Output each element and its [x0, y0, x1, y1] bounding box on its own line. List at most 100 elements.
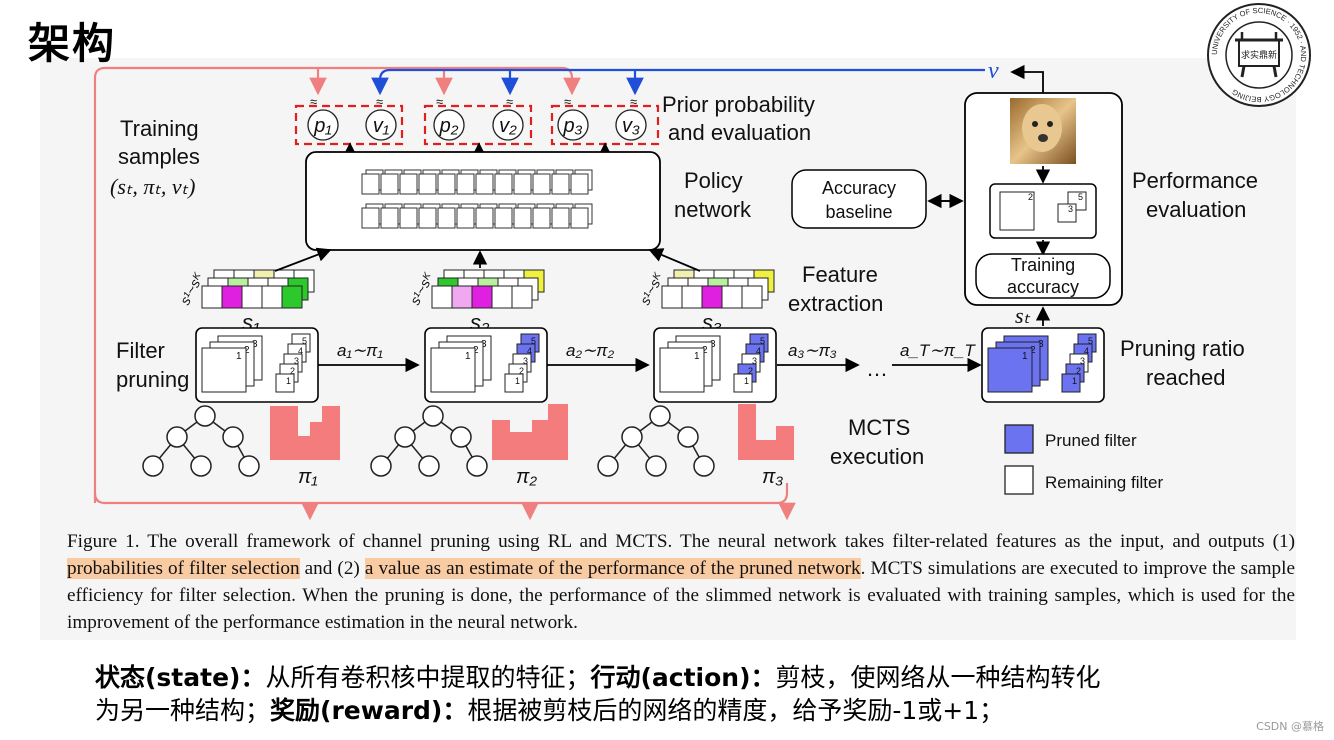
- caption-highlight-2: a value as an estimate of the performanc…: [364, 558, 861, 579]
- feature-cell: [511, 285, 533, 309]
- filter-number: 1: [515, 376, 520, 386]
- performance-label-2: evaluation: [1146, 197, 1246, 222]
- tree-node: [645, 455, 667, 477]
- neuron-cell: [513, 173, 532, 195]
- output-v3: v₃: [622, 115, 640, 137]
- filter-square: [201, 347, 247, 393]
- feature-cell: [661, 285, 683, 309]
- filter-number: 4: [298, 346, 303, 356]
- filter-number: 1: [286, 376, 291, 386]
- tree-node: [190, 455, 212, 477]
- legend-pruned-label: Pruned filter: [1045, 431, 1137, 450]
- feature-cell: [681, 285, 703, 309]
- feature-cell: [471, 285, 493, 309]
- tree-node: [649, 405, 671, 427]
- feature-label-1: Feature: [802, 262, 878, 287]
- filter-number: 3: [252, 339, 258, 350]
- accuracy-baseline-label-2: baseline: [825, 202, 892, 222]
- caption-highlight-1: probabilities of filter selection: [67, 558, 300, 579]
- tree-node: [693, 455, 715, 477]
- ellipsis: …: [866, 356, 888, 381]
- svg-text:≈: ≈: [436, 94, 443, 109]
- caption-suffix: . MCTS simulations are executed to impro…: [67, 558, 1295, 633]
- university-logo: UNIVERSITY OF SCIENCE · 1952 · AND TECHN…: [1207, 3, 1311, 107]
- svg-text:≈: ≈: [310, 94, 317, 109]
- filter-number: 4: [756, 346, 761, 356]
- tree-node: [597, 455, 619, 477]
- tree-node: [370, 455, 392, 477]
- filter-square-small: [275, 373, 295, 393]
- svg-text:≈: ≈: [630, 94, 637, 109]
- filter-number: 1: [1022, 351, 1028, 362]
- mcts-label-1: MCTS: [848, 415, 910, 440]
- neuron-cell: [418, 173, 437, 195]
- feature-cell: [451, 285, 473, 309]
- training-samples-loop: [93, 66, 796, 521]
- tree-node: [222, 426, 244, 448]
- policy-label-2: network: [674, 197, 752, 222]
- legend-remaining-label: Remaining filter: [1045, 473, 1163, 492]
- tree-node: [166, 426, 188, 448]
- filter-number: 3: [752, 356, 757, 366]
- policy-pi3: π₃: [762, 466, 783, 488]
- training-accuracy-label-1: Training: [1011, 255, 1075, 275]
- tree-node: [466, 455, 488, 477]
- feature-stacks: [201, 269, 775, 309]
- filter-number: 3: [710, 339, 716, 350]
- prior-label-1: Prior probability: [662, 92, 815, 117]
- training-samples-label-1: Training: [120, 116, 199, 141]
- neuron-cell: [513, 207, 532, 229]
- action-a2: a₂∼π₂: [566, 341, 615, 360]
- accuracy-baseline-label-1: Accuracy: [822, 178, 896, 198]
- action-label: 行动(action)：: [590, 663, 776, 692]
- value-label: v: [988, 58, 999, 84]
- slide-title: 架构: [28, 19, 117, 68]
- filter-number: 2: [1076, 366, 1081, 376]
- figure-caption: Figure 1. The overall framework of chann…: [67, 528, 1295, 636]
- svg-text:≈: ≈: [376, 94, 383, 109]
- tree-node: [194, 405, 216, 427]
- filter-label-2: pruning: [116, 367, 189, 392]
- filter-number: 1: [236, 351, 242, 362]
- policy-pi1: π₁: [298, 466, 318, 488]
- feature-cell: [491, 285, 513, 309]
- filter-number: 5: [760, 336, 765, 346]
- policy-layer-2: [361, 203, 593, 229]
- feature-cell: [721, 285, 743, 309]
- output-v2: v₂: [499, 115, 517, 137]
- tree-node: [621, 426, 643, 448]
- neuron-cell: [570, 173, 589, 195]
- neuron-cell: [456, 173, 475, 195]
- neuron-cell: [456, 207, 475, 229]
- feature-cell: [261, 285, 283, 309]
- svg-text:≈: ≈: [564, 94, 571, 109]
- filter-square-small: [733, 373, 753, 393]
- reward-label: 奖励(reward)：: [270, 696, 468, 725]
- neuron-cell: [532, 173, 551, 195]
- accuracy-baseline-box: [791, 169, 927, 229]
- bottom-line-1: 状态(state)：从所有卷积核中提取的特征；行动(action)：剪枝，使网络…: [95, 661, 1101, 694]
- final-state-label: sₜ: [1015, 303, 1031, 328]
- caption-middle: and (2): [299, 558, 365, 579]
- output-p3: p₃: [562, 115, 582, 137]
- watermark: CSDN @慕格: [1256, 720, 1324, 733]
- filter-number: 1: [465, 351, 471, 362]
- neuron-cell: [570, 207, 589, 229]
- filter-number: 2: [473, 345, 479, 356]
- filter-number: 3: [523, 356, 528, 366]
- filter-label-1: Filter: [116, 338, 165, 363]
- filter-number: 4: [527, 346, 532, 356]
- neuron-cell: [437, 207, 456, 229]
- filter-square: [987, 347, 1033, 393]
- neuron-cell: [361, 207, 380, 229]
- filter-number: 5: [1088, 336, 1093, 346]
- training-tuple: (sₜ, πₜ, vₜ): [110, 174, 195, 199]
- filter-number: 5: [531, 336, 536, 346]
- policy-layer-1: [361, 169, 593, 195]
- svg-text:≈: ≈: [506, 94, 513, 109]
- neuron-cell: [418, 207, 437, 229]
- tree-node: [418, 455, 440, 477]
- output-v1: v₁: [373, 115, 389, 137]
- action-aT: a_T∼π_T: [900, 341, 976, 360]
